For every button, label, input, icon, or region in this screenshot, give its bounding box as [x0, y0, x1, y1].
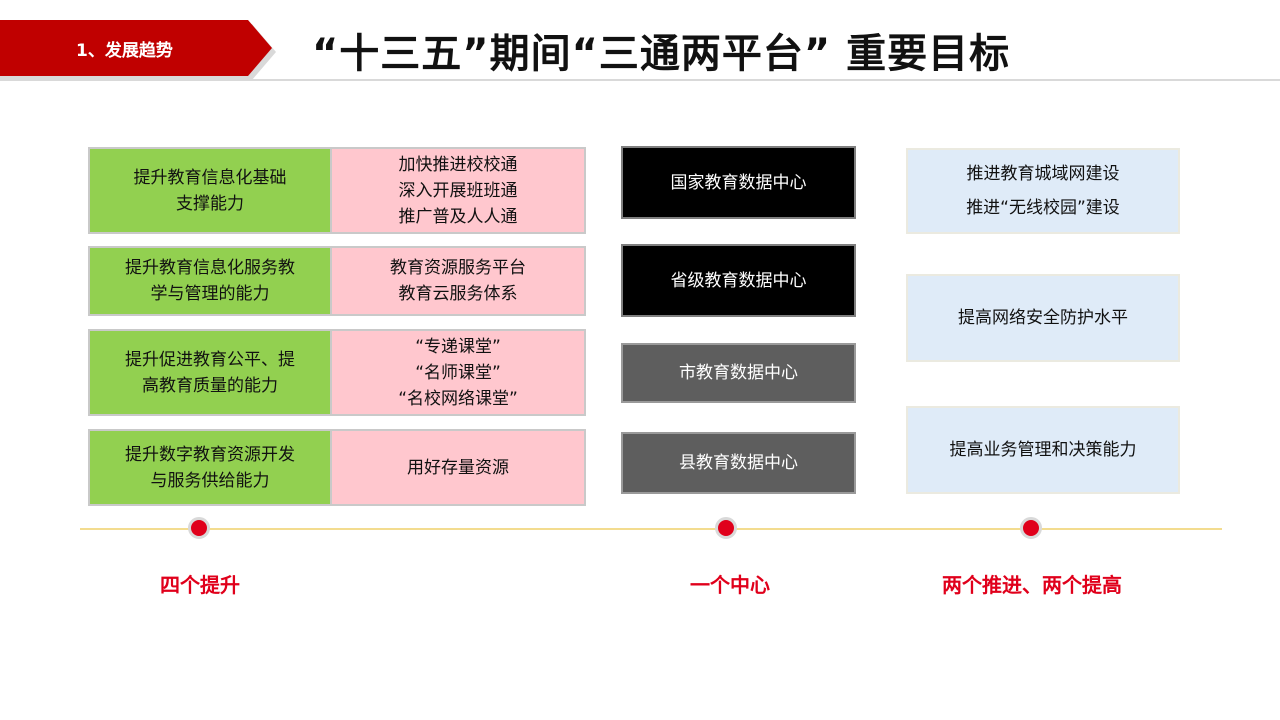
page-title: “十三五”期间“三通两平台” 重要目标: [312, 31, 1011, 77]
section-label: 1、发展趋势: [76, 40, 173, 61]
target-box-management: 提高业务管理和决策能力: [906, 406, 1180, 494]
data-center-national: 国家教育数据中心: [621, 146, 856, 219]
timeline-dot-3: [1020, 517, 1042, 539]
goal-box-4: 提升数字教育资源开发 与服务供给能力: [88, 429, 332, 506]
label-one-center: 一个中心: [690, 573, 770, 597]
measure-box-2: 教育资源服务平台 教育云服务体系: [330, 246, 586, 316]
timeline-dot-1: [188, 517, 210, 539]
target-box-advance: 推进教育城域网建设 推进“无线校园”建设: [906, 148, 1180, 234]
header-divider: [0, 79, 1280, 81]
data-center-city: 市教育数据中心: [621, 343, 856, 403]
data-center-provincial: 省级教育数据中心: [621, 244, 856, 317]
measure-box-1: 加快推进校校通 深入开展班班通 推广普及人人通: [330, 147, 586, 234]
data-center-county: 县教育数据中心: [621, 432, 856, 494]
goal-box-2: 提升教育信息化服务教 学与管理的能力: [88, 246, 332, 316]
measure-box-4: 用好存量资源: [330, 429, 586, 506]
goal-box-1: 提升教育信息化基础 支撑能力: [88, 147, 332, 234]
label-four-improvements: 四个提升: [160, 573, 240, 597]
timeline-dot-2: [715, 517, 737, 539]
measure-box-3: “专递课堂” “名师课堂” “名校网络课堂”: [330, 329, 586, 416]
target-box-security: 提高网络安全防护水平: [906, 274, 1180, 362]
section-tab: 1、发展趋势: [0, 20, 272, 76]
timeline-line: [80, 528, 1222, 530]
goal-box-3: 提升促进教育公平、提 高教育质量的能力: [88, 329, 332, 416]
label-two-and-two: 两个推进、两个提高: [942, 573, 1122, 597]
